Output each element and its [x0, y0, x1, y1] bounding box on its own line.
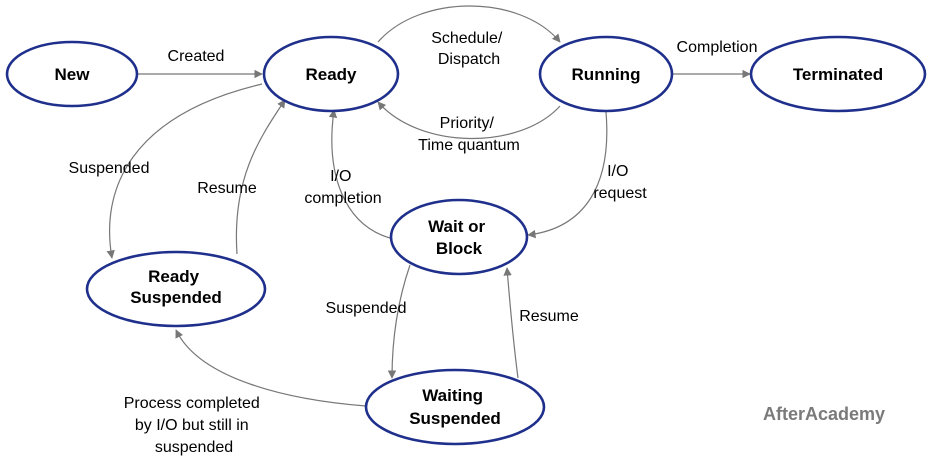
state-waiting-suspended-line-2: Suspended [409, 409, 501, 428]
label-resume-to-wait: Resume [519, 308, 579, 325]
state-ready-label: Ready [305, 65, 357, 84]
state-ready-shape [262, 35, 400, 113]
edge-running-to-ready [377, 101, 561, 140]
label-schedule-dispatch: Schedule/ Dispatch [431, 30, 507, 68]
state-wait-block-label: Wait or Block [428, 217, 490, 258]
afteracademy-watermark: AfterAcademy [763, 404, 885, 424]
edge-ready-to-ready-suspended [106, 83, 263, 259]
edge-ready-to-running [377, 5, 561, 43]
state-waiting-suspended-label: Waiting Suspended [409, 386, 501, 428]
label-ready-to-suspended: Suspended [69, 160, 150, 177]
state-wait-block-line-2: Block [436, 239, 483, 258]
edge-running-to-wait [527, 111, 608, 239]
transition-edges [106, 5, 751, 407]
transition-labels: Created Schedule/ Dispatch Completion Pr… [69, 30, 758, 456]
edge-wait-to-waiting-suspended [387, 264, 411, 379]
edge-waiting-suspended-to-ready-suspended [175, 329, 367, 407]
state-ready-suspended-line-1: Ready [148, 267, 200, 286]
state-wait-block-shape [389, 198, 529, 276]
state-ready-suspended-shape [85, 250, 267, 328]
state-nodes: New Ready Running Terminated Wait or Blo… [5, 35, 927, 446]
edge-waiting-suspended-to-wait [503, 267, 519, 379]
state-wait-block-line-1: Wait or [428, 217, 485, 236]
label-resume-to-ready: Resume [197, 180, 257, 197]
state-waiting-suspended-shape [364, 368, 546, 446]
state-new-shape [5, 40, 139, 108]
label-io-completion: I/O completion [304, 168, 381, 207]
state-ready-suspended-label: Ready Suspended [130, 267, 222, 307]
state-waiting-suspended-line-1: Waiting [422, 386, 483, 405]
label-process-completed: Process completed by I/O but still in su… [124, 395, 265, 456]
edge-ready-suspended-to-ready [235, 99, 286, 255]
state-terminated-shape [749, 35, 927, 113]
state-running-label: Running [572, 65, 641, 84]
state-terminated-label: Terminated [793, 65, 883, 84]
label-wait-to-suspended: Suspended [326, 300, 407, 317]
edge-wait-to-ready [328, 109, 391, 239]
label-priority-time-quantum: Priority/ Time quantum [418, 115, 520, 154]
label-completion: Completion [677, 39, 758, 56]
state-running-shape [538, 35, 674, 113]
state-ready-suspended-line-2: Suspended [130, 288, 222, 307]
label-created: Created [168, 48, 225, 65]
state-new-label: New [55, 65, 91, 84]
label-io-request: I/O request [593, 163, 647, 202]
